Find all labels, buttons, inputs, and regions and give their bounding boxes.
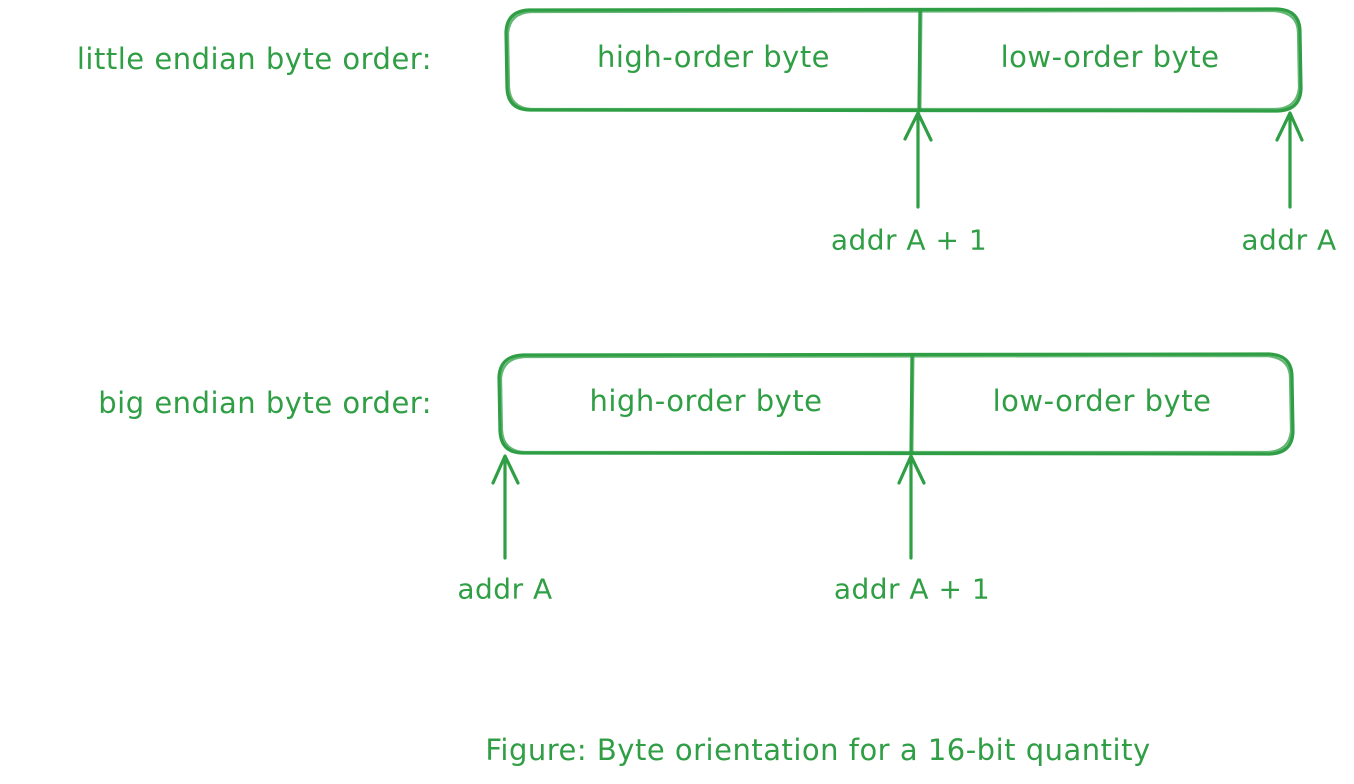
little-endian-box-outline-overlay	[506, 9, 1301, 111]
little-endian-row-label: little endian byte order:	[76, 42, 432, 76]
little-endian-addr-a-plus-1-label: addr A + 1	[830, 223, 988, 257]
big-endian-divider	[909, 353, 914, 456]
big-endian-box-outline-overlay	[499, 354, 1293, 454]
little-endian-box-outline	[504, 7, 1303, 113]
figure-caption: Figure: Byte orientation for a 16-bit qu…	[485, 733, 1151, 767]
little-endian-addr-a-plus-1-arrowhead	[903, 111, 933, 142]
big-endian-high-order-byte-cell: high-order byte	[589, 384, 823, 418]
little-endian-addr-a-arrowhead	[1275, 111, 1304, 142]
little-endian-low-order-byte-cell: low-order byte	[1000, 40, 1220, 74]
big-endian-addr-a-plus-1-arrowhead	[897, 454, 926, 485]
little-endian-addr-a-label: addr A	[1241, 223, 1337, 257]
little-endian-divider	[917, 8, 922, 113]
big-endian-addr-a-label: addr A	[457, 572, 553, 606]
big-endian-row-label: big endian byte order:	[98, 386, 432, 420]
big-endian-addr-a-arrowhead	[491, 454, 520, 485]
little-endian-high-order-byte-cell: high-order byte	[596, 40, 831, 74]
big-endian-divider-overlay	[911, 356, 915, 454]
big-endian-box-outline	[497, 352, 1295, 456]
big-endian-addr-a-plus-1-label: addr A + 1	[833, 572, 991, 606]
little-endian-divider-overlay	[919, 11, 923, 111]
big-endian-low-order-byte-cell: low-order byte	[992, 384, 1212, 418]
